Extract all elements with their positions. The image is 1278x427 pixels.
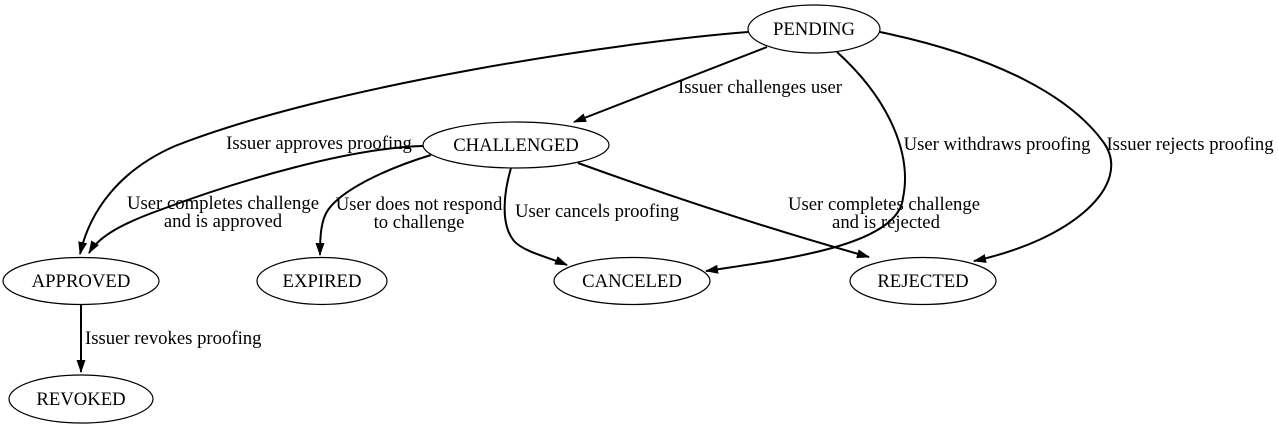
- edge-label-completes-rejected-line2: and is rejected: [832, 212, 941, 233]
- node-canceled-label: CANCELED: [582, 271, 682, 292]
- edge-pending-canceled: [705, 51, 906, 274]
- node-pending-shape: [747, 4, 881, 54]
- edge-label-user-cancels-proofing: User cancels proofing: [515, 201, 679, 222]
- edge-label-completes-approved-line1: User completes challenge: [127, 193, 319, 214]
- edge-challenged-approved: [88, 145, 424, 254]
- edge-label-no-respond-line2: to challenge: [374, 212, 465, 233]
- edge-label-issuer-approves-proofing: Issuer approves proofing: [226, 133, 412, 154]
- edge-labels-layer: Issuer challenges user Issuer approves p…: [85, 77, 1274, 349]
- edge-challenged-expired: [315, 154, 432, 256]
- edge-pending-approved: [78, 31, 749, 255]
- edge-label-completes-rejected-line1: User completes challenge: [788, 194, 980, 215]
- node-rejected: REJECTED: [849, 256, 997, 306]
- edge-label-completes-approved-line2: and is approved: [164, 211, 283, 232]
- node-expired-shape: [256, 256, 388, 306]
- edge-label-issuer-revokes-proofing: Issuer revokes proofing: [85, 328, 261, 349]
- node-approved: APPROVED: [2, 256, 160, 306]
- edge-challenged-canceled: [503, 167, 568, 266]
- edge-challenged-rejected: [577, 162, 870, 259]
- node-canceled-shape: [553, 256, 711, 306]
- edges-layer: [76, 31, 1113, 373]
- node-rejected-shape: [849, 256, 997, 306]
- edge-label-issuer-rejects-proofing: Issuer rejects proofing: [1106, 134, 1273, 155]
- node-challenged-label: CHALLENGED: [453, 135, 579, 156]
- edge-pending-rejected: [879, 31, 1113, 263]
- node-expired-label: EXPIRED: [283, 271, 362, 292]
- node-revoked-label: REVOKED: [36, 389, 125, 410]
- edge-label-no-respond-line1: User does not respond: [336, 194, 503, 215]
- edge-label-issuer-challenges-user: Issuer challenges user: [678, 77, 843, 98]
- nodes-layer: PENDING CHALLENGED APPROVED EXPIRED CANC…: [2, 4, 997, 424]
- node-revoked-shape: [8, 374, 154, 424]
- node-pending: PENDING: [747, 4, 881, 54]
- node-pending-label: PENDING: [773, 19, 855, 40]
- node-canceled: CANCELED: [553, 256, 711, 306]
- edge-pending-challenged: [573, 46, 768, 123]
- node-challenged: CHALLENGED: [422, 121, 610, 169]
- node-approved-label: APPROVED: [32, 271, 131, 292]
- node-revoked: REVOKED: [8, 374, 154, 424]
- node-approved-shape: [2, 256, 160, 306]
- node-challenged-shape: [422, 121, 610, 169]
- edge-label-user-withdraws-proofing: User withdraws proofing: [904, 134, 1091, 155]
- node-rejected-label: REJECTED: [877, 271, 968, 292]
- node-expired: EXPIRED: [256, 256, 388, 306]
